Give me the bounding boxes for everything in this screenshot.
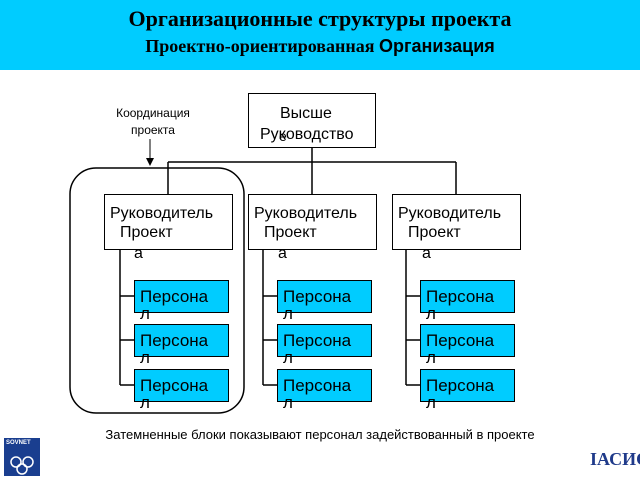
- project-manager-line1: Руководитель: [254, 205, 358, 222]
- sovnet-logo: [4, 438, 40, 476]
- page-title: Организационные структуры проекта: [128, 6, 512, 31]
- staff-label: Персона л: [140, 331, 209, 367]
- sovnet-logo-text: SOVNET: [6, 440, 31, 446]
- project-manager-line3: а: [134, 245, 143, 262]
- top-management-box: [248, 93, 376, 148]
- project-manager-line1: Руководитель: [110, 205, 214, 222]
- project-manager-line2: Проект: [120, 224, 173, 241]
- project-manager-line2: Проект: [264, 224, 317, 241]
- project-manager-box: [248, 194, 377, 250]
- staff-box: [420, 324, 515, 357]
- staff-label: Персона л: [426, 376, 495, 412]
- coordination-annotation: Координация проекта: [116, 106, 190, 137]
- project-manager-line1: Руководитель: [398, 205, 502, 222]
- footnote: Затемненные блоки показывают персонал за…: [105, 427, 535, 442]
- staff-label: Персона л: [283, 287, 352, 323]
- staff-label: Персона л: [426, 287, 495, 323]
- staff-label: Персона л: [140, 376, 209, 412]
- top-management-overlap: е: [279, 128, 287, 144]
- sovnet-emblem-icon: [10, 456, 34, 475]
- page-subtitle: Проектно-ориентированная Организация: [0, 36, 640, 57]
- staff-box: [134, 280, 229, 313]
- project-manager-box: [104, 194, 233, 250]
- iasis-logo: IАСИС: [590, 449, 640, 469]
- staff-box: [420, 369, 515, 402]
- header-banner: [0, 0, 640, 70]
- project-manager-line2: Проект: [408, 224, 461, 241]
- subtitle-emphasis: Организация: [379, 36, 495, 56]
- project-manager-line3: а: [278, 245, 287, 262]
- staff-box: [277, 324, 372, 357]
- staff-box: [134, 324, 229, 357]
- staff-label: Персона л: [426, 331, 495, 367]
- project-manager-box: [392, 194, 521, 250]
- top-management-line1: Высше: [280, 105, 332, 122]
- staff-box: [277, 280, 372, 313]
- staff-box: [277, 369, 372, 402]
- staff-box: [134, 369, 229, 402]
- staff-label: Персона л: [140, 287, 209, 323]
- subtitle-main: Проектно-ориентированная: [145, 36, 379, 56]
- staff-box: [420, 280, 515, 313]
- staff-label: Персона л: [283, 376, 352, 412]
- top-management-line2: Руководство: [260, 126, 354, 143]
- project-manager-line3: а: [422, 245, 431, 262]
- staff-label: Персона л: [283, 331, 352, 367]
